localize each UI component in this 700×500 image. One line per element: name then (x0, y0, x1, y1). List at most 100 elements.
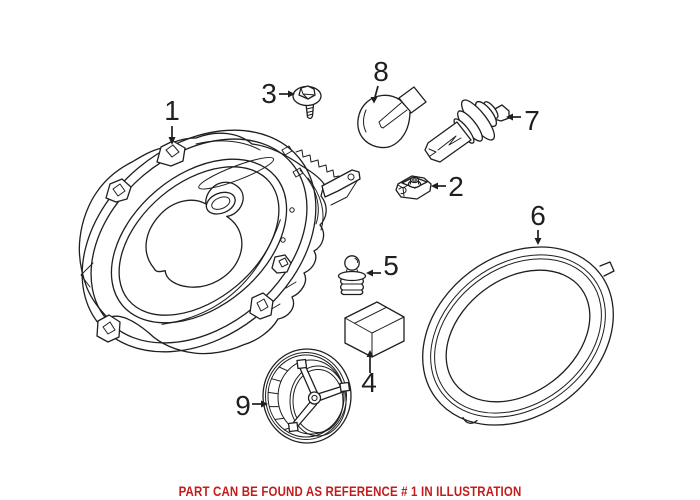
headlight-assembly (78, 129, 361, 355)
housing-depth-line2 (307, 177, 324, 231)
callout-2: 2 (431, 171, 464, 202)
cap-knob-right (339, 381, 351, 393)
screw-threads (306, 107, 314, 116)
callout-9-arrowhead (261, 400, 268, 408)
callout-6-label: 6 (530, 200, 546, 231)
ring-tab (599, 261, 615, 277)
bracket-arm (321, 169, 361, 198)
housing-hole2 (280, 237, 286, 243)
grommet-ribs (342, 283, 362, 291)
module-box (344, 301, 405, 358)
cap-ring-4 (277, 359, 345, 435)
mount-tab-upper-left (105, 178, 132, 203)
box-edges (344, 316, 405, 358)
callout-6-arrowhead (534, 238, 542, 245)
box-lid-seam (354, 306, 387, 324)
callout-8-arrowhead (370, 97, 378, 104)
ring-notch (462, 416, 478, 424)
ring-band-inner (434, 258, 602, 414)
bulb7-filament (437, 135, 462, 151)
signal-bulb (357, 86, 427, 149)
dust-cap (262, 348, 352, 444)
callout-2-label: 2 (448, 171, 464, 202)
clip-u-notch (398, 186, 407, 195)
bulb7-tip-notch (428, 148, 437, 157)
reference-caption: PART CAN BE FOUND AS REFERENCE # 1 IN IL… (178, 483, 522, 499)
lens-ring-outer (81, 129, 317, 353)
grommet-ball-highlight (354, 258, 359, 263)
housing-hole (289, 207, 295, 213)
housing-depth-line (299, 169, 319, 225)
cap-hub-hole (311, 394, 318, 402)
cap-rim-hatching (267, 366, 293, 431)
lens-ring-2 (90, 138, 308, 344)
callout-8-label: 8 (373, 56, 389, 87)
clip-stud-hole (412, 178, 417, 182)
trim-ring (422, 246, 615, 426)
callout-6: 6 (530, 200, 546, 245)
cap-ring-2 (265, 352, 347, 440)
housing-step-line (269, 281, 297, 311)
screw (292, 85, 322, 120)
mount-tab-right-hole (278, 257, 289, 268)
mounting-tabs (96, 140, 292, 343)
mount-tab-top (156, 140, 186, 167)
bracket-arm-support (330, 180, 358, 206)
clip-nut (395, 175, 432, 200)
callout-4: 4 (361, 350, 377, 398)
cap-face (289, 365, 347, 437)
callout-5: 5 (366, 250, 399, 281)
callout-3-label: 3 (261, 78, 277, 109)
housing-serration (295, 149, 340, 178)
housing-vent-rect2 (292, 167, 304, 178)
bulb8-glass-shading (363, 109, 367, 133)
lens-step-arc (161, 219, 281, 325)
mount-tab-bottom-left (96, 314, 121, 343)
housing-left-flap (80, 262, 94, 288)
bulb8-glass (357, 94, 411, 149)
cap-knob-lower (287, 421, 299, 433)
cap-hub (307, 391, 322, 405)
cap-knob-upper (296, 358, 308, 370)
cap-outer (262, 348, 352, 444)
callout-7-label: 7 (524, 105, 540, 136)
mount-tab-bottom-left-hole (102, 321, 116, 335)
grommet-flange (337, 270, 367, 282)
bulb8-filament-lines (378, 102, 408, 129)
callout-5-arrowhead (366, 269, 373, 277)
callout-2-arrowhead (431, 182, 438, 190)
box-outline (344, 301, 405, 358)
callout-3-arrowhead (288, 90, 295, 98)
ring-outer (422, 246, 614, 426)
mount-tab-bottom-right-hole (256, 298, 269, 312)
callout-7-arrowhead (506, 113, 513, 121)
ring-inner (445, 269, 591, 403)
callout-8: 8 (370, 56, 389, 104)
callout-3: 3 (261, 78, 295, 109)
callout-1: 1 (164, 95, 180, 145)
callout-9-label: 9 (235, 390, 251, 421)
lens-ring-3 (110, 158, 288, 324)
callout-8-arrow-stem (374, 85, 379, 98)
housing-vent-rect (281, 145, 293, 156)
reflector-opening (145, 181, 244, 288)
projector-ring-inner (211, 196, 231, 210)
callout-4-label: 4 (361, 367, 377, 398)
callout-5-label: 5 (383, 250, 399, 281)
lens-ring-4 (118, 166, 280, 316)
callout-1-label: 1 (164, 95, 180, 126)
screw-hex-facets (300, 87, 316, 100)
clip-stud-top (409, 176, 420, 184)
mount-tab-top-hole (165, 144, 180, 158)
projector-ring (205, 191, 236, 215)
callout-4-arrowhead (366, 350, 374, 357)
callout-9: 9 (235, 390, 268, 421)
cap-face-inner (292, 369, 344, 433)
bracket-arm-hole (347, 173, 355, 181)
mount-tab-upper-left-hole (112, 183, 126, 197)
callout-1-arrowhead (168, 137, 176, 145)
halogen-bulb (424, 99, 510, 163)
grommet (337, 255, 367, 296)
